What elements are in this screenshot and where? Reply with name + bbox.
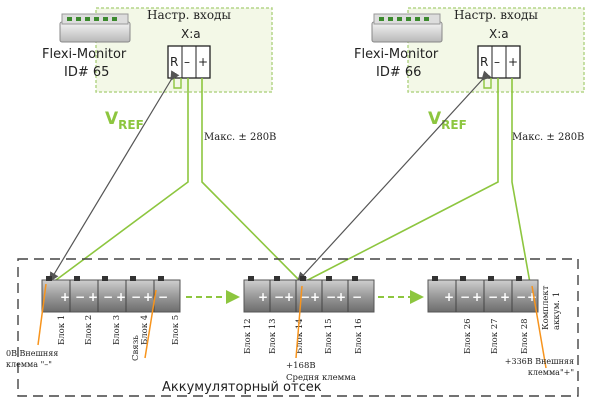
monitor-2-device-image — [371, 13, 443, 43]
monitor-1-inputs-label: Настр. входы — [147, 8, 231, 22]
battery-pack-label: Комплектаккум. 1 — [541, 285, 562, 330]
annotation-mid: +168В — [286, 361, 316, 371]
annotation-link: Связь — [131, 335, 141, 361]
monitor-1-max-label: Макс. ± 280В — [204, 132, 276, 143]
wire-m2-minus — [301, 78, 499, 284]
wiring — [49, 70, 531, 284]
svg-text:+: + — [258, 290, 268, 304]
annotation-top-block: +336В Внешняя клемма"+" — [474, 356, 574, 378]
block-label-12: Блок 12 — [243, 318, 253, 354]
block-label-4: Блок 4 — [140, 315, 150, 345]
block-label-27: Блок 27 — [490, 318, 500, 354]
battery-compartment-frame — [17, 258, 579, 397]
monitor-1-id: ID# 65 — [64, 65, 109, 80]
wire-m1-minus — [51, 78, 189, 284]
svg-text:+: + — [60, 290, 70, 304]
svg-text:+: + — [88, 290, 98, 304]
svg-text:+: + — [284, 290, 294, 304]
block-label-16: Блок 16 — [354, 318, 364, 354]
svg-text:+: + — [310, 290, 320, 304]
block-label-26: Блок 26 — [463, 318, 473, 354]
monitor-1-terminal-minus: – — [184, 55, 190, 69]
svg-text:−: − — [352, 290, 362, 304]
block-label-28: Блок 28 — [520, 318, 530, 354]
svg-text:−: − — [516, 290, 526, 304]
monitor-1-device-image — [59, 13, 131, 43]
annotation-top-text-line1: +336В Внешняя — [504, 357, 574, 366]
svg-text:−: − — [460, 290, 470, 304]
block-label-2: Блок 2 — [84, 315, 94, 345]
leader-link — [144, 289, 157, 359]
leader-mid — [295, 285, 303, 359]
monitor-2-connector-label: X:a — [489, 27, 509, 41]
leader-top — [531, 285, 547, 369]
monitor-1: Настр. входы X:a Flexi-Monitor ID# 65 R … — [42, 7, 276, 143]
annotation-0v-text-line2: клемма "–" — [6, 360, 52, 369]
block-label-15: Блок 15 — [324, 318, 334, 354]
battery-compartment-label: Аккумуляторный отсек — [162, 380, 322, 395]
svg-text:+: + — [143, 290, 153, 304]
monitor-1-terminal-plus: + — [198, 55, 208, 69]
monitor-2-id: ID# 66 — [376, 65, 421, 80]
monitor-2-max-label: Макс. ± 280В — [512, 132, 584, 143]
svg-text:−: − — [131, 290, 141, 304]
monitor-1-terminal-r: R — [170, 55, 178, 69]
svg-text:−: − — [326, 290, 336, 304]
svg-text:+: + — [527, 290, 537, 304]
annotation-0v-text-line1: 0В Внешняя — [6, 349, 59, 358]
annotation-mid-line2: Средня клемма — [286, 373, 356, 383]
monitor-2-title: Flexi-Monitor — [354, 47, 439, 62]
battery-group-3: + + + + − − − — [427, 276, 539, 313]
monitor-1-vref: VREF — [105, 109, 144, 132]
svg-text:−: − — [274, 290, 284, 304]
ref-arrow-m2 — [297, 70, 492, 282]
svg-text:−: − — [103, 290, 113, 304]
svg-text:+: + — [444, 290, 454, 304]
monitor-2-inputs-label: Настр. входы — [454, 8, 538, 22]
leader-0v — [37, 283, 47, 346]
block-label-3: Блок 3 — [112, 315, 122, 345]
svg-text:−: − — [158, 290, 168, 304]
svg-text:+: + — [500, 290, 510, 304]
monitor-2-terminal-minus: – — [494, 55, 500, 69]
wire-m2-plus — [511, 78, 531, 284]
ref-arrow-m1 — [49, 70, 180, 283]
svg-text:−: − — [75, 290, 85, 304]
block-label-5: Блок 5 — [171, 315, 181, 345]
monitor-1-connector-label: X:a — [181, 27, 201, 41]
monitor-2-vref: VREF — [428, 109, 467, 132]
block-label-14: Блок 14 — [295, 318, 305, 354]
block-label-1: Блок 1 — [57, 315, 67, 345]
monitor-1-title: Flexi-Monitor — [42, 47, 127, 62]
annotation-0v-block: 0В Внешняя клемма "–" — [6, 348, 86, 370]
svg-text:−: − — [488, 290, 498, 304]
svg-text:+: + — [336, 290, 346, 304]
monitor-2-terminal-plus: + — [508, 55, 518, 69]
svg-text:+: + — [116, 290, 126, 304]
battery-group-2: + + + + − − − − — [243, 276, 375, 313]
svg-text:+: + — [472, 290, 482, 304]
annotation-top-text-line2: клемма"+" — [527, 368, 574, 377]
block-label-13: Блок 13 — [268, 318, 278, 354]
monitor-2-terminal-block — [477, 45, 521, 79]
battery-group-1: + + + + − − − − — [41, 276, 181, 313]
monitor-2-terminal-r: R — [480, 55, 488, 69]
monitor-2: Настр. входы X:a Flexi-Monitor ID# 66 R … — [354, 7, 585, 143]
svg-text:−: − — [300, 290, 310, 304]
wire-m1-plus — [201, 78, 303, 284]
